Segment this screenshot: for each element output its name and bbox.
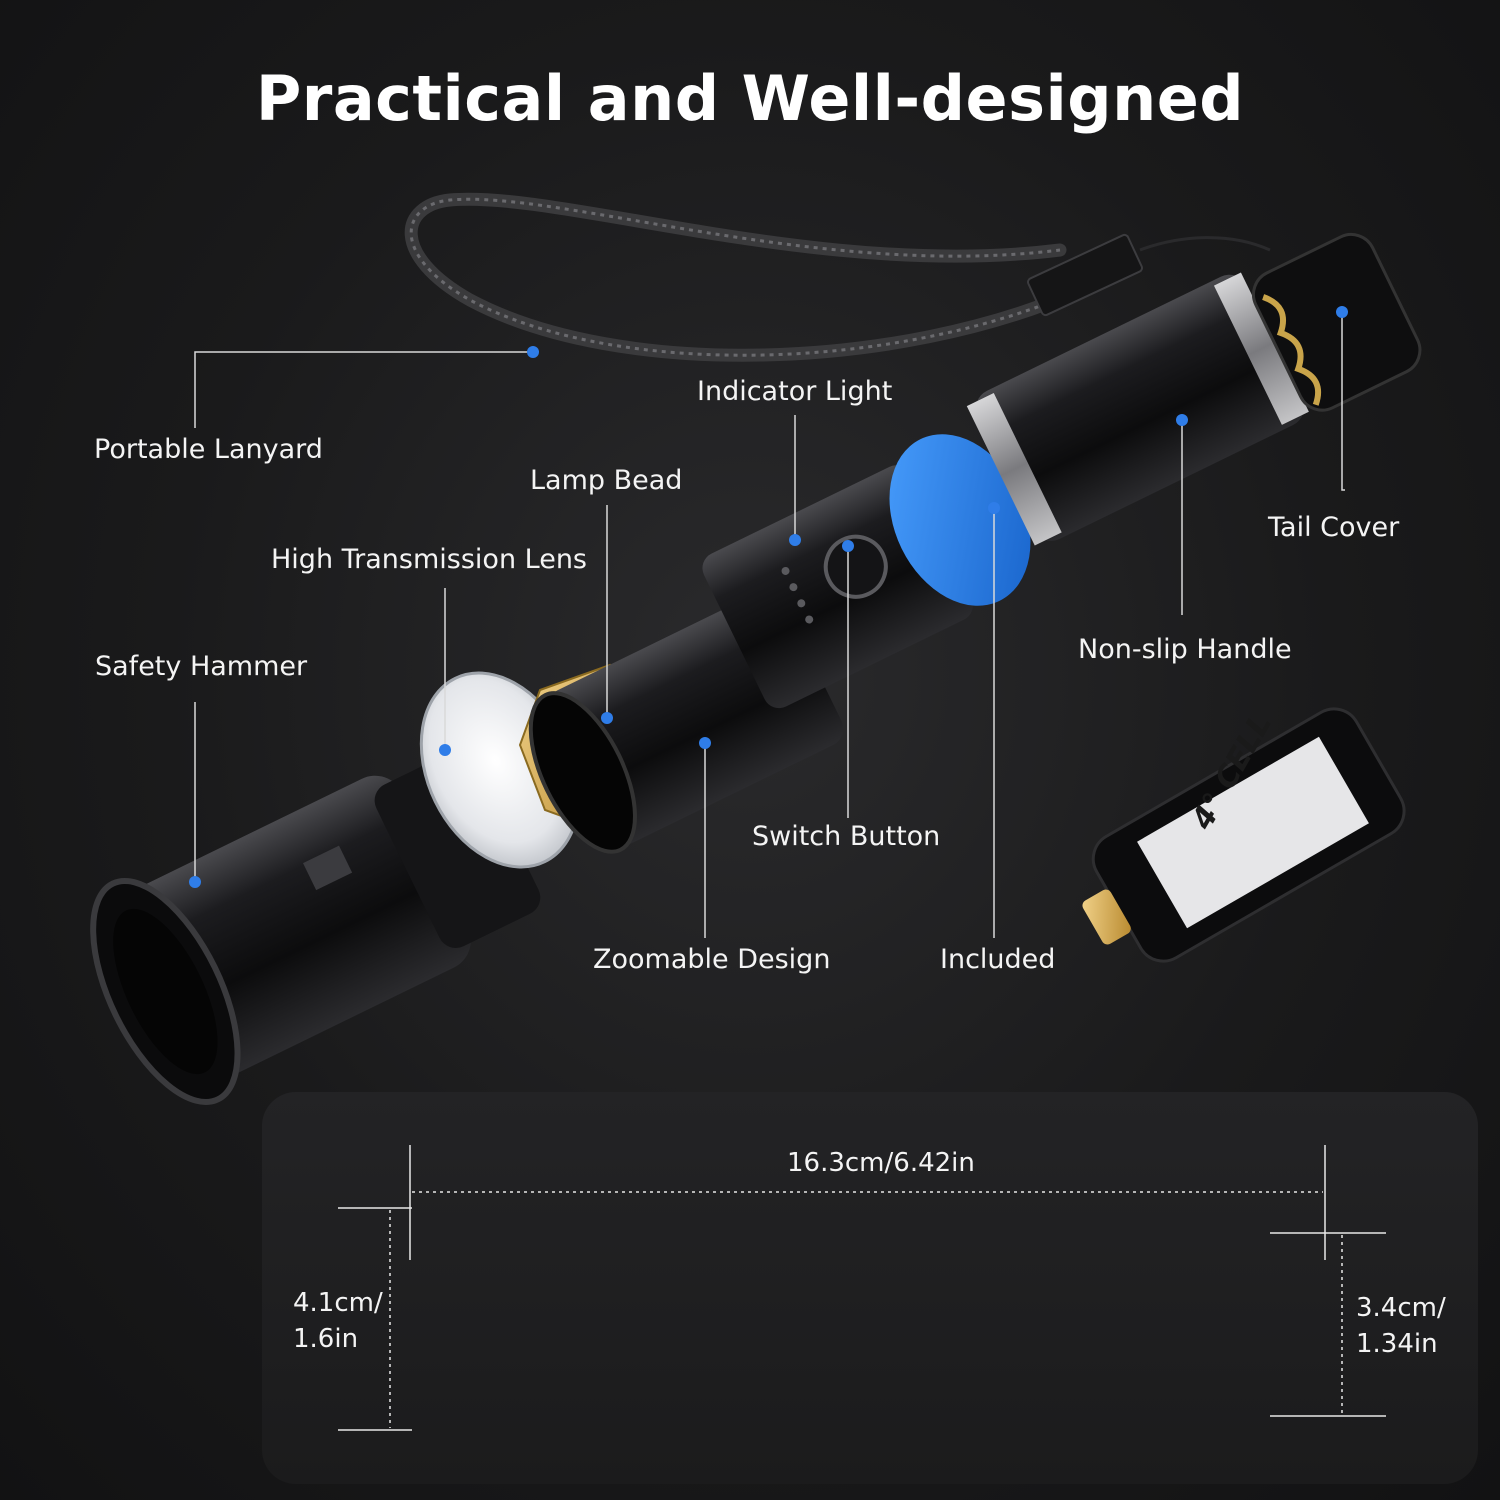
lanyard-clip xyxy=(1027,233,1143,317)
page-title: Practical and Well-designed xyxy=(255,62,1245,135)
tail-cover xyxy=(1251,232,1422,412)
tail-diameter-line1: 3.4cm/ xyxy=(1356,1293,1446,1323)
label-non-slip-handle: Non-slip Handle xyxy=(1078,634,1292,665)
label-included: Included xyxy=(940,944,1056,975)
marker-safety-hammer xyxy=(189,876,201,888)
label-indicator-light: Indicator Light xyxy=(697,376,893,407)
marker-switch xyxy=(842,540,854,552)
handle xyxy=(966,272,1309,546)
length-dimension: 16.3cm/6.42in xyxy=(787,1148,975,1178)
label-tail-cover: Tail Cover xyxy=(1268,512,1400,543)
dimensions-panel xyxy=(262,1092,1478,1484)
marker-lamp-bead xyxy=(601,712,613,724)
tail-diameter-line2: 1.34in xyxy=(1356,1329,1438,1359)
label-switch-button: Switch Button xyxy=(752,821,941,852)
head-diameter-line1: 4.1cm/ xyxy=(293,1288,383,1318)
marker-portable-lanyard xyxy=(527,346,539,358)
marker-zoom xyxy=(699,737,711,749)
flashlight-head xyxy=(90,750,541,1105)
label-lamp-bead: Lamp Bead xyxy=(530,465,683,496)
label-zoomable-design: Zoomable Design xyxy=(593,944,831,975)
marker-lens xyxy=(439,744,451,756)
head-diameter-line2: 1.6in xyxy=(293,1324,359,1354)
label-safety-hammer: Safety Hammer xyxy=(95,651,308,682)
label-high-transmission-lens: High Transmission Lens xyxy=(271,544,587,575)
blue-ring xyxy=(889,434,1031,606)
marker-indicator-light xyxy=(789,534,801,546)
marker-tail-cover xyxy=(1336,306,1348,318)
label-portable-lanyard: Portable Lanyard xyxy=(94,434,323,465)
marker-included xyxy=(988,502,1000,514)
battery xyxy=(1082,707,1406,963)
marker-handle xyxy=(1176,414,1188,426)
